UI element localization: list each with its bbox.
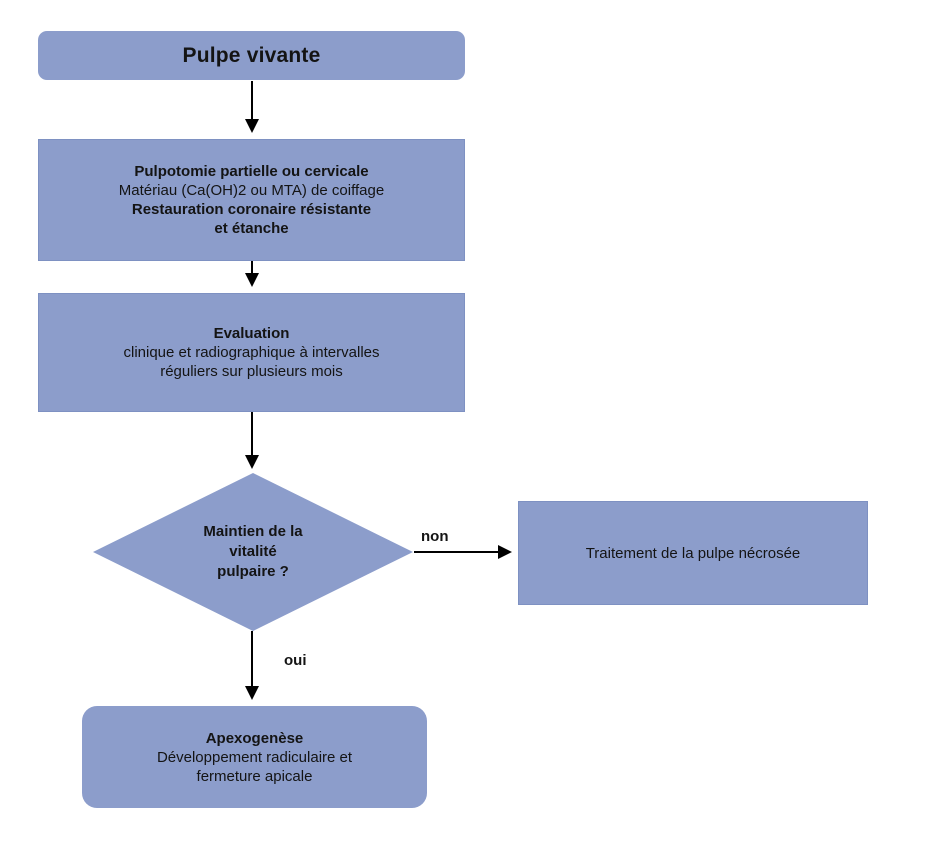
node-traitement-label: Traitement de la pulpe nécrosée [585, 544, 801, 562]
node-evaluation-line3: réguliers sur plusieurs mois [160, 363, 343, 380]
node-apexogenese-line3: fermeture apicale [196, 767, 313, 785]
node-decision-line1: Maintien de la [203, 523, 303, 540]
node-evaluation-line1: Evaluation [213, 325, 290, 342]
node-evaluation-line2: clinique et radiographique à intervalles [123, 344, 380, 361]
node-pulpe-vivante: Pulpe vivante [38, 31, 465, 80]
node-pulpotomie-line1: Pulpotomie partielle ou cervicale [134, 163, 369, 180]
edge-label-oui: oui [284, 652, 307, 669]
node-evaluation: Evaluation clinique et radiographique à … [38, 293, 465, 412]
node-traitement-necrose: Traitement de la pulpe nécrosée [518, 501, 868, 605]
node-apexogenese-line2: Développement radiculaire et [156, 748, 353, 766]
node-decision-line3: pulpaire ? [217, 563, 289, 580]
node-decision-vitalite: Maintien de la vitalité pulpaire ? [93, 473, 413, 631]
node-apexogenese: Apexogenèse Développement radiculaire et… [82, 706, 427, 808]
node-pulpotomie-line2: Matériau (Ca(OH)2 ou MTA) de coiffage [118, 182, 385, 199]
node-pulpotomie: Pulpotomie partielle ou cervicale Matéri… [38, 139, 465, 261]
node-pulpotomie-line3: Restauration coronaire résistante [131, 201, 372, 218]
edge-label-non: non [421, 528, 449, 545]
node-apexogenese-line1: Apexogenèse [205, 729, 304, 747]
node-pulpe-vivante-title: Pulpe vivante [182, 43, 321, 67]
node-decision-line2: vitalité [229, 543, 277, 560]
node-pulpotomie-line4: et étanche [214, 220, 289, 237]
